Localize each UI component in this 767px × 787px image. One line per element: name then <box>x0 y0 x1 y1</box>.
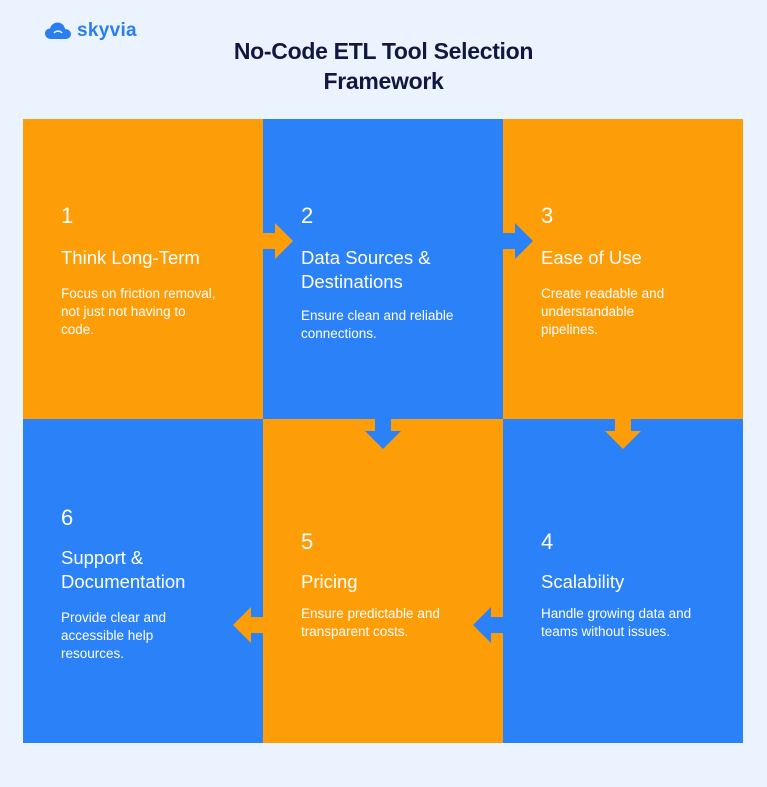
step-heading: Think Long-Term <box>61 247 200 268</box>
step-card-2: 2 Data Sources & Destinations Ensure cle… <box>263 119 503 419</box>
step-heading: Data Sources & Destinations <box>301 247 431 292</box>
step-number: 6 <box>61 505 74 530</box>
step-heading: Pricing <box>301 571 358 592</box>
arrow-left-icon <box>473 607 505 643</box>
step-description: Focus on friction removal, not just not … <box>61 286 216 337</box>
step-description: Provide clear and accessible help resour… <box>61 610 167 661</box>
title-line-1: No-Code ETL Tool Selection <box>233 38 534 64</box>
step-number: 5 <box>301 529 314 554</box>
arrow-right-icon <box>501 223 533 259</box>
step-heading: Support & Documentation <box>61 547 186 592</box>
step-card-4: 4 Scalability Handle growing data and te… <box>503 419 743 743</box>
step-card-5: 5 Pricing Ensure predictable and transpa… <box>263 419 503 743</box>
brand-logo: skyvia <box>45 20 137 42</box>
step-description: Create readable and understandable pipel… <box>541 286 665 337</box>
step-card-1: 1 Think Long-Term Focus on friction remo… <box>23 119 263 419</box>
arrow-down-icon <box>605 417 641 449</box>
arrow-down-icon <box>365 417 401 449</box>
framework-grid: 1 Think Long-Term Focus on friction remo… <box>23 119 743 743</box>
arrow-left-icon <box>233 607 265 643</box>
step-card-6: 6 Support & Documentation Provide clear … <box>23 419 263 743</box>
step-card-3: 3 Ease of Use Create readable and unders… <box>503 119 743 419</box>
step-heading: Scalability <box>541 571 625 592</box>
step-number: 3 <box>541 203 554 228</box>
cloud-icon <box>45 22 71 39</box>
step-number: 1 <box>61 203 74 228</box>
step-description: Ensure predictable and transparent costs… <box>301 606 440 639</box>
title-line-2: Framework <box>323 68 444 94</box>
step-description: Ensure clean and reliable connections. <box>301 308 454 341</box>
arrow-right-icon <box>261 223 293 259</box>
brand-name: skyvia <box>77 20 137 41</box>
page-title: No-Code ETL Tool Selection Framework <box>0 36 767 96</box>
step-number: 4 <box>541 529 554 554</box>
step-heading: Ease of Use <box>541 247 642 268</box>
step-description: Handle growing data and teams without is… <box>541 606 692 639</box>
step-number: 2 <box>301 203 314 228</box>
